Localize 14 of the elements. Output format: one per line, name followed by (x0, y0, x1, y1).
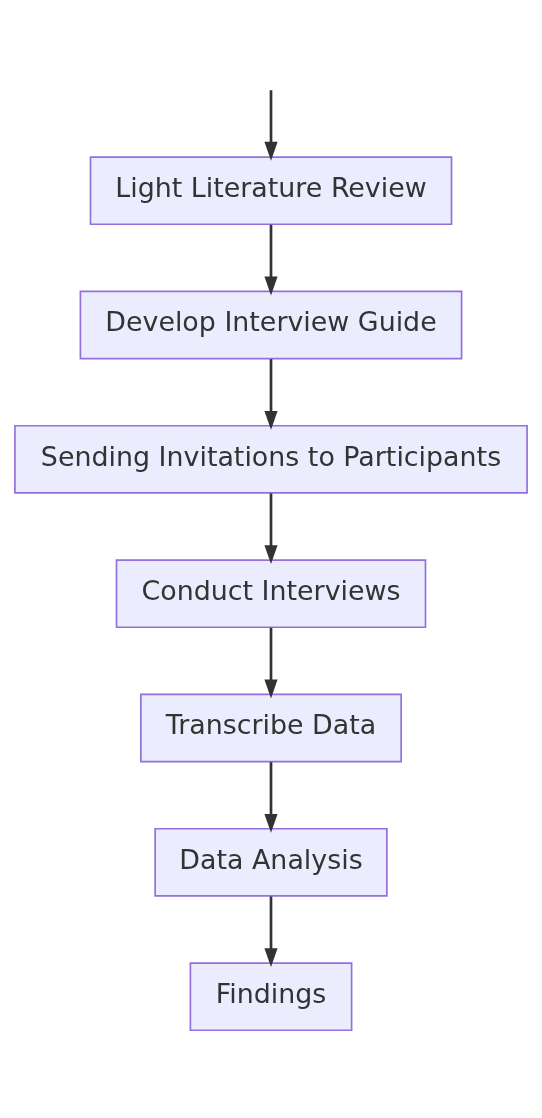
arrow (264, 89, 278, 161)
node-box: Sending Invitations to Participants (14, 424, 528, 494)
arrow (264, 627, 278, 698)
arrow (264, 224, 278, 295)
node-box: Light Literature Review (89, 155, 453, 225)
node-box: Conduct Interviews (115, 558, 427, 628)
node-box: Data Analysis (154, 827, 388, 897)
arrow (264, 895, 278, 967)
arrow (264, 358, 278, 430)
node-box: Develop Interview Guide (79, 290, 463, 359)
node-box: Findings (189, 961, 353, 1031)
arrow (264, 761, 278, 833)
node-box: Transcribe Data (140, 693, 402, 762)
arrow (264, 492, 278, 564)
